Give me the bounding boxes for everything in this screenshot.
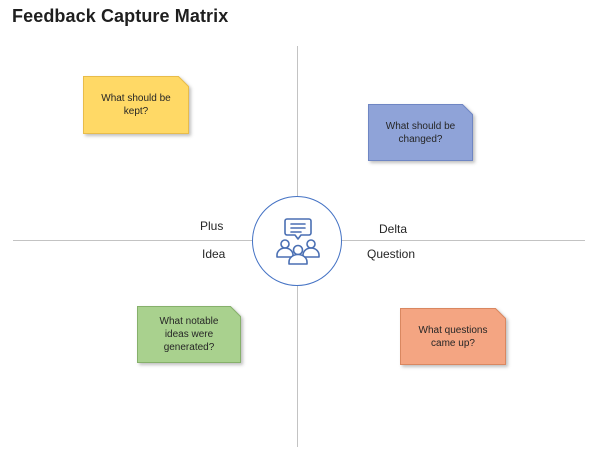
note-changed-text: What should be changed? [385, 120, 456, 145]
note-kept-text: What should be kept? [101, 93, 171, 117]
note-changed-shape [368, 104, 473, 161]
note-ideas: What notable ideas were generated? [137, 306, 241, 363]
label-question: Question [367, 247, 416, 261]
label-delta: Delta [379, 222, 408, 236]
team-discussion-icon [276, 218, 320, 265]
note-questions-shape [400, 308, 506, 365]
center-hub [252, 196, 342, 286]
note-ideas-text: What notable ideas were generated? [159, 316, 219, 353]
label-idea: Idea [202, 247, 226, 261]
note-kept: What should be kept? [83, 76, 189, 134]
note-kept-shape [83, 76, 189, 134]
note-changed: What should be changed? [368, 104, 473, 161]
label-plus: Plus [200, 219, 224, 233]
note-questions-text: What questions came up? [418, 324, 488, 349]
page-title: Feedback Capture Matrix [12, 6, 229, 26]
note-questions: What questions came up? [400, 308, 506, 365]
note-ideas-shape [137, 306, 241, 363]
